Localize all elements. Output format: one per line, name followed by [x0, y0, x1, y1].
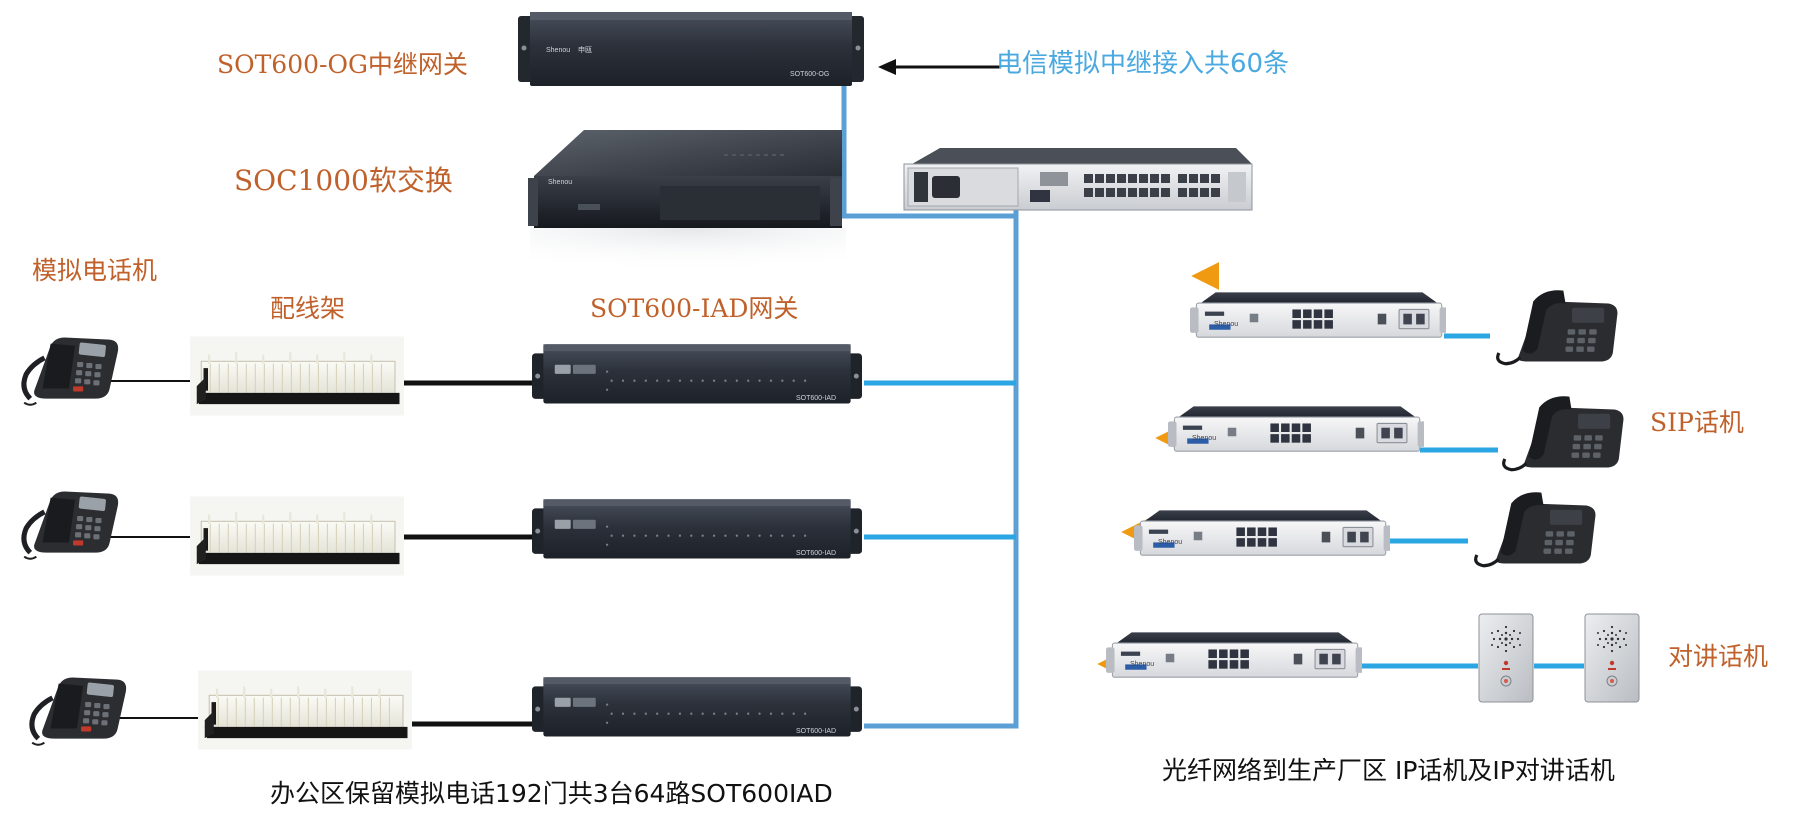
intercom-panel-icon	[1478, 613, 1534, 703]
access-switch-2: Shenou	[1168, 405, 1424, 452]
access-switch-1: Shenou	[1190, 291, 1446, 338]
fiber-links	[1096, 206, 1220, 678]
iad-gateway-2: SOT600-IAD	[532, 499, 862, 559]
gateway-model-text: SOT600-OG	[790, 71, 829, 78]
softswitch-label: SOC1000软交换	[234, 164, 453, 197]
analog-phone-icon	[24, 338, 118, 405]
trunk-gateway-device: Shenou 申瓯 SOT600-OG	[518, 12, 864, 86]
sip-phone-label: SIP话机	[1650, 408, 1744, 437]
access-switch-3-brand: Shenou	[1158, 539, 1182, 546]
distribution-frame-2	[190, 495, 404, 577]
iad-gateway-label: SOT600-IAD网关	[590, 294, 799, 323]
softswitch-server-device: Shenou	[528, 130, 846, 272]
distribution-frame-3	[198, 669, 412, 751]
iad-uplinks	[864, 380, 1016, 540]
access-switch-4: Shenou	[1106, 631, 1362, 678]
distribution-frame-label: 配线架	[270, 294, 346, 323]
gateway-brand-text: Shenou	[546, 47, 570, 54]
analog-phone-icon	[24, 492, 118, 559]
access-links	[1358, 333, 1584, 669]
sip-phone-icon	[1474, 490, 1598, 568]
iad-gateway-3: SOT600-IAD	[532, 677, 862, 737]
access-switch-3: Shenou	[1134, 509, 1390, 556]
office-caption: 办公区保留模拟电话192门共3台64路SOT600IAD	[270, 779, 833, 808]
gateway-brand-cn-text: 申瓯	[578, 45, 592, 54]
access-switch-1-brand: Shenou	[1214, 321, 1238, 328]
iad-2-model-text: SOT600-IAD	[796, 550, 836, 557]
distribution-frame-1	[190, 335, 404, 417]
analog-lines	[110, 380, 536, 727]
core-switch-device	[903, 148, 1253, 211]
iad-3-model-text: SOT600-IAD	[796, 728, 836, 735]
server-brand-text: Shenou	[548, 179, 572, 186]
analog-phone-label: 模拟电话机	[32, 256, 158, 285]
sip-phone-icon	[1502, 394, 1626, 472]
trunk-gateway-label: SOT600-OG中继网关	[217, 50, 468, 79]
sip-phone-icon	[1496, 288, 1620, 366]
access-switch-4-brand: Shenou	[1130, 661, 1154, 668]
arrow-left-icon	[878, 59, 1000, 75]
iad-1-model-text: SOT600-IAD	[796, 395, 836, 402]
telecom-trunk-label: 电信模拟中继接入共60条	[996, 49, 1290, 79]
iad-gateway-1: SOT600-IAD	[532, 344, 862, 404]
intercom-panel-icon	[1584, 613, 1640, 703]
intercom-label: 对讲话机	[1668, 642, 1769, 671]
analog-phone-icon	[32, 678, 126, 745]
access-switch-2-brand: Shenou	[1192, 435, 1216, 442]
factory-caption: 光纤网络到生产厂区 IP话机及IP对讲话机	[1162, 756, 1615, 785]
